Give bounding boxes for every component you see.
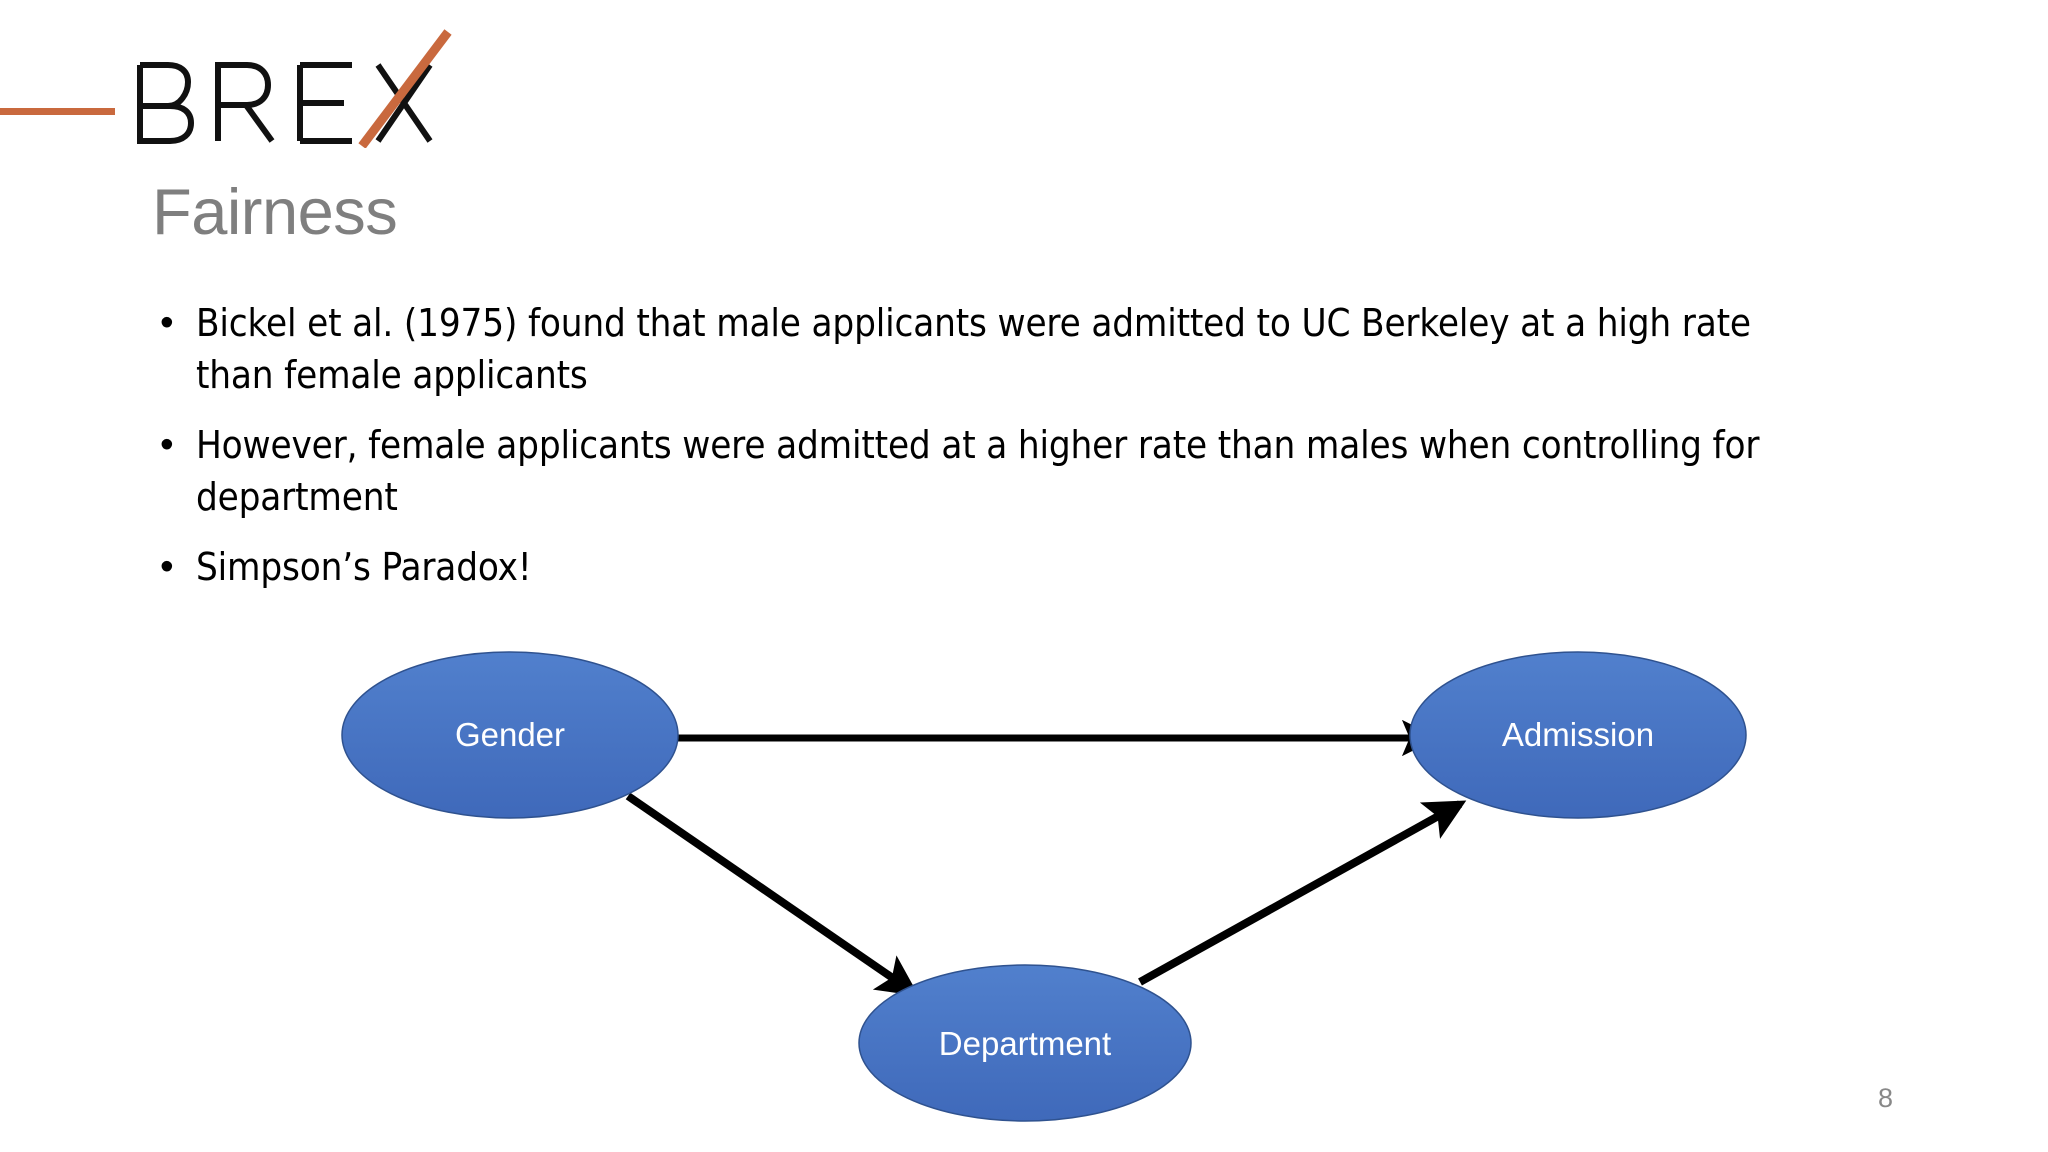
list-item: • Bickel et al. (1975) found that male a… <box>150 297 1950 401</box>
edge-gender-to-department <box>625 792 919 997</box>
node-department[interactable]: Department <box>858 964 1192 1122</box>
logo-slash <box>358 29 452 148</box>
node-gender[interactable]: Gender <box>341 651 679 819</box>
bullet-marker: • <box>160 301 174 344</box>
node-admission-shape <box>1409 651 1747 819</box>
bullet-text: Simpson’s Paradox! <box>196 545 532 589</box>
edge-department-to-admission <box>1138 800 1467 986</box>
bullet-marker: • <box>160 545 174 588</box>
node-department-shape <box>858 964 1192 1122</box>
logo-rule <box>0 108 115 115</box>
causal-diagram: Gender Admission Department <box>0 600 2048 1152</box>
node-admission-label: Admission <box>1502 716 1654 753</box>
bullet-marker: • <box>160 423 174 466</box>
page-number: 8 <box>1878 1083 1894 1113</box>
page-title: Fairness <box>152 175 398 248</box>
list-item: • However, female applicants were admitt… <box>150 419 1950 523</box>
node-admission[interactable]: Admission <box>1409 651 1747 819</box>
node-gender-shape <box>341 651 679 819</box>
bullet-text: However, female applicants were admitted… <box>196 423 1760 519</box>
brex-logo <box>0 22 460 148</box>
bullet-list: • Bickel et al. (1975) found that male a… <box>150 297 1950 611</box>
list-item: • Simpson’s Paradox! <box>150 541 1950 593</box>
bullet-text: Bickel et al. (1975) found that male app… <box>196 301 1751 397</box>
node-gender-label: Gender <box>455 716 565 753</box>
node-department-label: Department <box>939 1025 1111 1062</box>
